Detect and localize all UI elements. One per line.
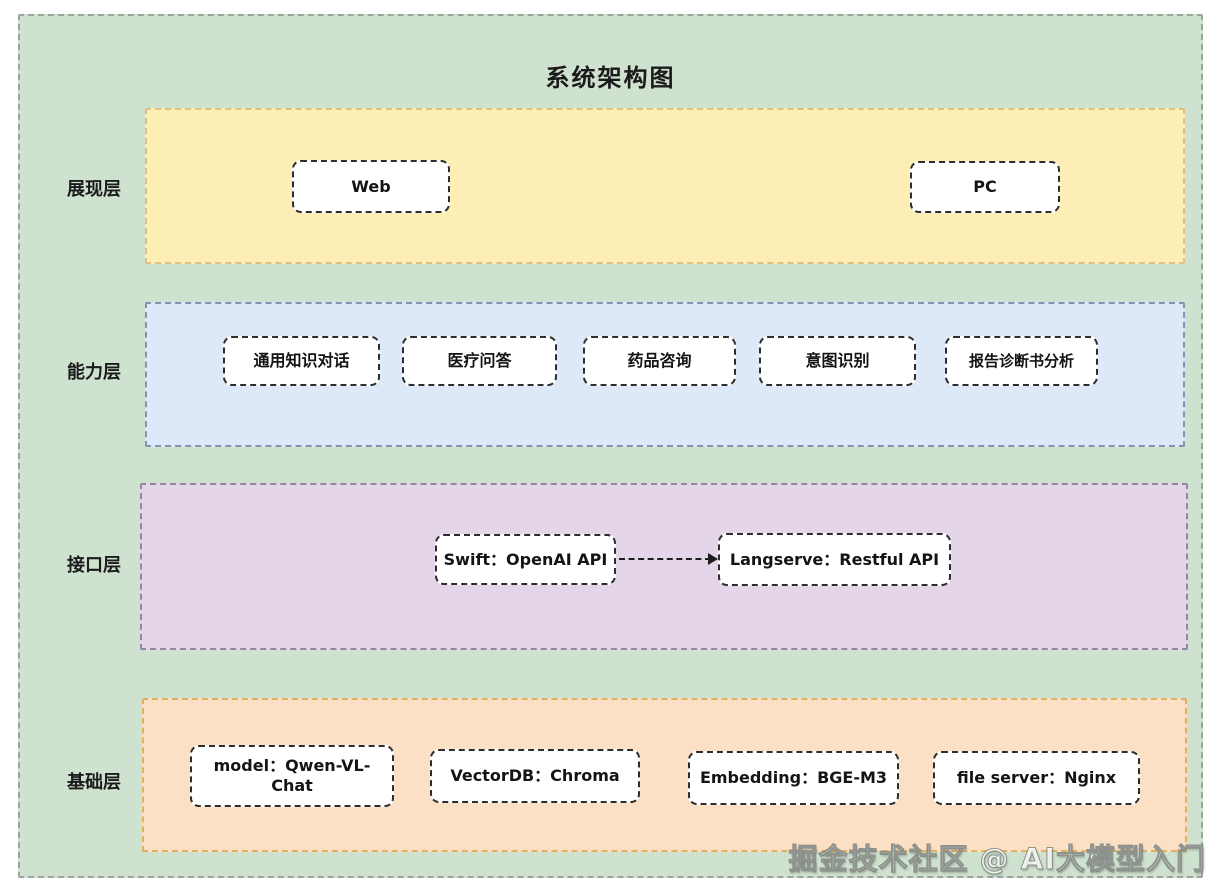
arrow-head-icon: [708, 553, 718, 565]
node-pc: PC: [910, 161, 1060, 213]
interface-layer-band: [140, 483, 1188, 650]
node-drug-consultation: 药品咨询: [583, 336, 736, 386]
node-web: Web: [292, 160, 450, 213]
diagram-panel: 系统架构图 展现层 能力层 接口层 基础层 Web PC 通用知识对话 医疗问答…: [18, 14, 1203, 878]
node-langserve-restful-api: Langserve：Restful API: [718, 533, 951, 586]
node-intent-recognition: 意图识别: [759, 336, 916, 386]
dashed-arrow-line: [619, 558, 711, 560]
node-embedding-bge-m3: Embedding：BGE-M3: [688, 751, 899, 805]
node-swift-openai-api: Swift：OpenAI API: [435, 534, 616, 585]
layer-label-interface: 接口层: [67, 555, 121, 576]
diagram-title: 系统架构图: [545, 64, 676, 92]
node-medical-qa: 医疗问答: [402, 336, 557, 386]
node-report-diagnosis-analysis: 报告诊断书分析: [945, 336, 1098, 386]
layer-label-foundation: 基础层: [67, 772, 121, 793]
node-general-knowledge-chat: 通用知识对话: [223, 336, 380, 386]
layer-label-presentation: 展现层: [67, 179, 121, 200]
node-vectordb-chroma: VectorDB：Chroma: [430, 749, 640, 803]
node-file-server-nginx: file server：Nginx: [933, 751, 1140, 805]
watermark: 掘金技术社区 @ AI大模型入门: [788, 842, 1206, 877]
node-model-qwen-vl-chat: model：Qwen-VL-Chat: [190, 745, 394, 807]
layer-label-capability: 能力层: [67, 362, 121, 383]
